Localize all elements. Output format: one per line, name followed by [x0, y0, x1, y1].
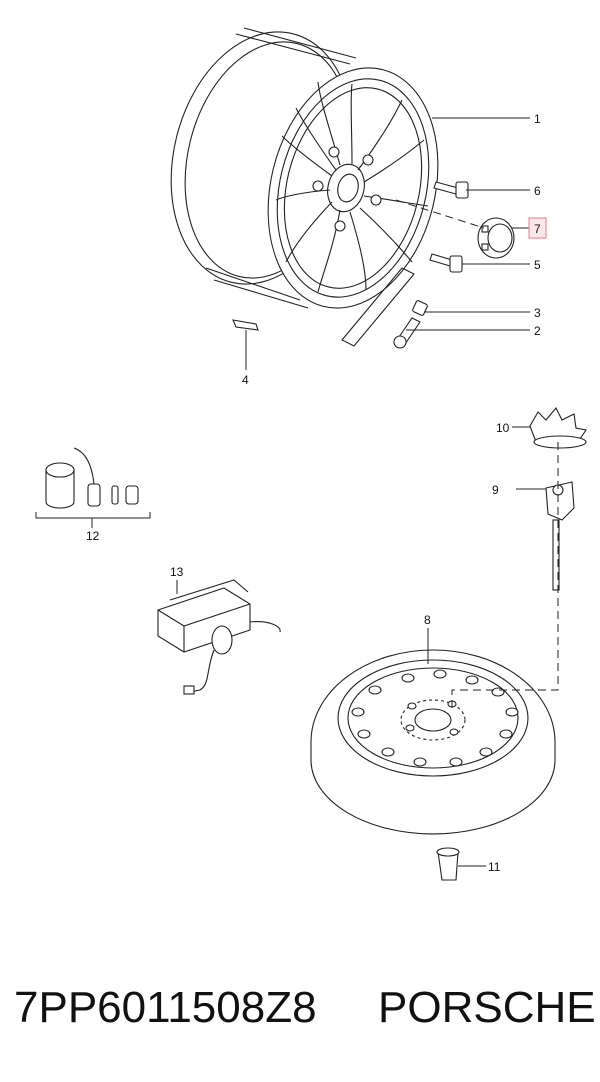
wheel-bolt-lower-drawing [429, 253, 463, 273]
callout-10[interactable]: 10 [496, 421, 510, 435]
part-number: 7PP6011508Z8 [14, 983, 317, 1032]
callout-5[interactable]: 5 [534, 258, 541, 272]
parts-diagram: 1 2 3 4 5 6 7 8 9 10 11 12 13 [35, 27, 587, 881]
callout-11[interactable]: 11 [488, 860, 501, 874]
callout-7[interactable]: 7 [534, 222, 541, 236]
clamp-bolt-drawing [545, 481, 575, 591]
footer: 7PP6011508Z8 PORSCHE [0, 960, 600, 1070]
plug-nut-drawing [436, 847, 460, 881]
wing-nut-drawing [529, 407, 587, 449]
callout-7-highlight [528, 217, 547, 239]
center-cap-drawing [477, 217, 515, 259]
callout-6[interactable]: 6 [534, 184, 541, 198]
callout-9[interactable]: 9 [492, 483, 499, 497]
callout-1[interactable]: 1 [534, 112, 541, 126]
callout-13[interactable]: 13 [170, 565, 184, 579]
valve-bracket [341, 267, 415, 347]
valve-drawing [393, 300, 428, 349]
callout-8[interactable]: 8 [424, 613, 431, 627]
repair-kit-drawing [45, 447, 139, 509]
callout-labels: 1 2 3 4 5 6 7 8 9 10 11 12 13 [86, 112, 547, 874]
compressor-drawing [157, 579, 281, 695]
leader-lines [35, 117, 559, 867]
callout-12[interactable]: 12 [86, 529, 100, 543]
callout-3[interactable]: 3 [534, 306, 541, 320]
brand-name: PORSCHE [378, 983, 596, 1032]
alloy-wheel-drawing [170, 27, 439, 309]
spare-wheel-drawing [310, 649, 556, 835]
callout-4[interactable]: 4 [242, 373, 249, 387]
wheel-bolt-upper-drawing [433, 181, 469, 199]
callout-2[interactable]: 2 [534, 324, 541, 338]
balance-weight-drawing [232, 319, 259, 331]
